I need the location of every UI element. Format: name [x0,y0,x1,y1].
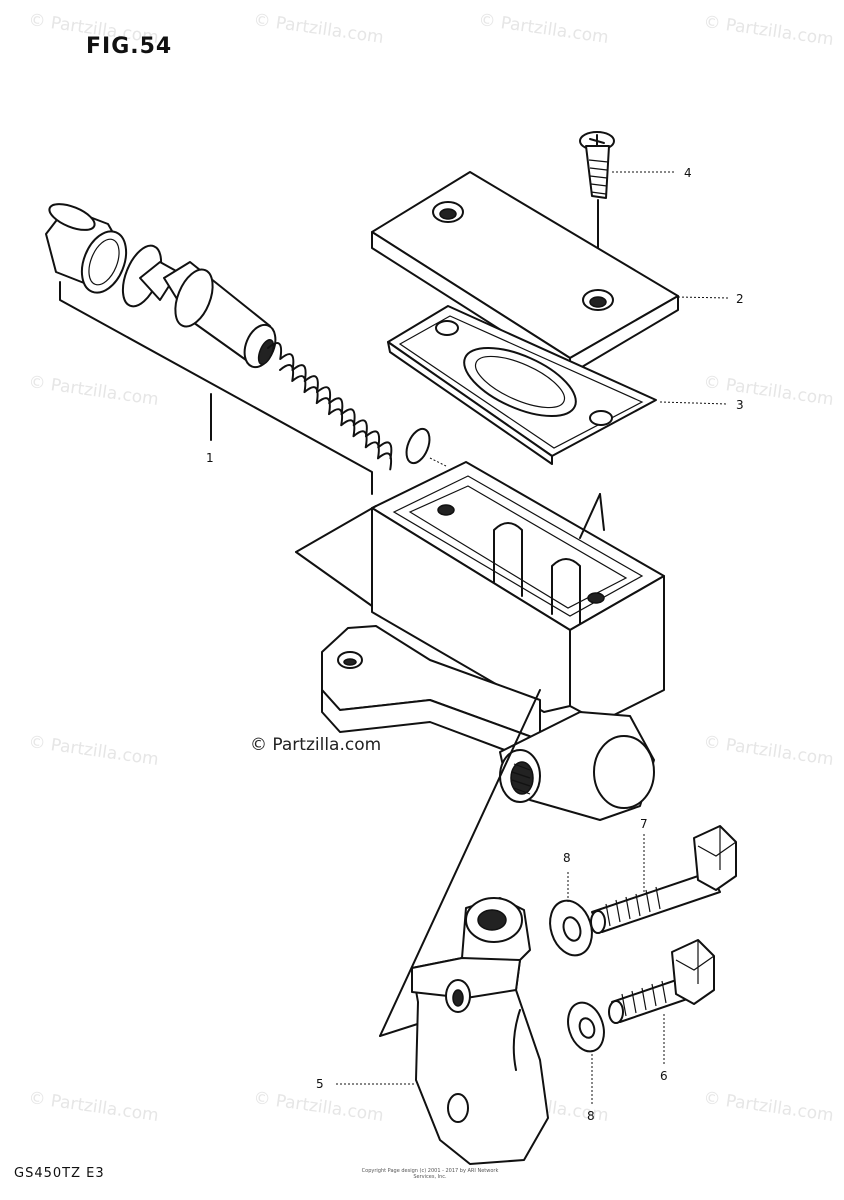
callout-7: 7 [640,817,648,831]
clamp-part-5[interactable] [411,897,549,1165]
washer-part-8-lower[interactable] [562,998,610,1056]
screw-part-4[interactable] [579,131,615,199]
model-code: GS450TZ E3 [14,1166,105,1181]
projection-line [295,505,377,553]
callout-6: 6 [660,1069,668,1083]
axis-line [429,457,447,467]
piston-set-part-1[interactable] [45,199,434,471]
diaphragm-part-3[interactable] [387,305,657,465]
callout-8-upper: 8 [563,851,571,865]
bolt-part-6[interactable] [608,939,715,1024]
washer-part-8-upper[interactable] [543,895,598,961]
leader-2 [677,296,729,299]
projection-line [579,493,601,539]
projection-line [599,493,605,531]
callout-1: 1 [206,451,214,465]
leader-3 [659,401,729,405]
group-bracket-1 [59,281,373,495]
callout-3: 3 [736,398,744,412]
figure-title: FIG.54 [86,34,173,59]
callout-2: 2 [736,292,744,306]
bolt-part-7[interactable] [590,825,737,934]
callout-5: 5 [316,1077,324,1091]
projection-line [295,551,373,607]
projection-line [379,689,541,1037]
credit-text: © Partzilla.com [250,735,382,755]
callout-8-lower: 8 [587,1109,595,1123]
master-cylinder-body[interactable] [321,461,665,821]
copyright-notice: Copyright Page design (c) 2001 - 2017 by… [361,1168,499,1180]
callout-4: 4 [684,166,692,180]
